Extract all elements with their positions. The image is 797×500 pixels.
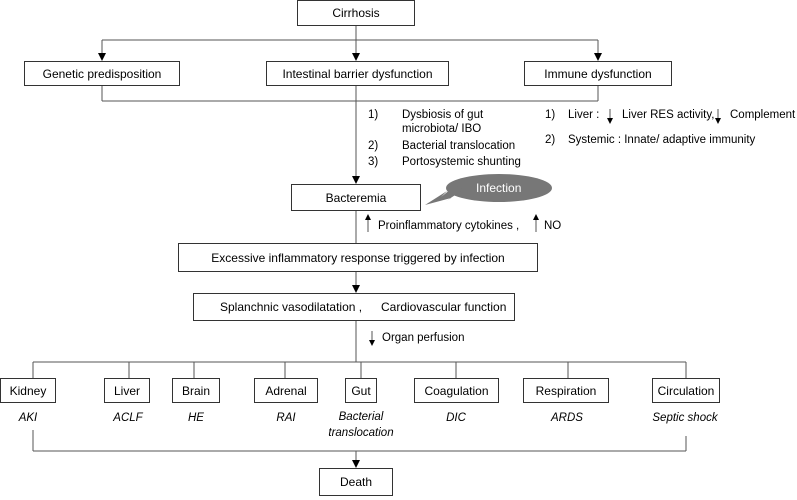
outcome-label: RAI <box>276 412 296 424</box>
outcome-label: ACLF <box>113 412 143 424</box>
inflammatory-response-box: Excessive inflammatory response triggere… <box>178 243 538 272</box>
vascular-text: Splanchnic vasodilatation , <box>220 300 363 314</box>
organ-box-gut: Gut <box>345 378 377 403</box>
mediator-label: NO <box>544 220 562 232</box>
outcome-label: HE <box>188 412 204 424</box>
vascular-box: Splanchnic vasodilatation , Cardiovascul… <box>193 293 515 321</box>
vascular-text: Cardiovascular function <box>381 300 507 314</box>
immune-item-text: Complement <box>730 109 796 121</box>
outcome-label: Septic shock <box>652 412 718 424</box>
barrier-item-number: 3) <box>368 156 379 168</box>
down-arrow-icon <box>369 331 375 346</box>
organ-box-liver: Liver <box>104 378 150 403</box>
organ-perfusion-label: Organ perfusion <box>382 332 465 344</box>
organ-box-kidney: Kidney <box>0 378 56 403</box>
genetic-predisposition-box: Genetic predisposition <box>24 61 180 86</box>
organ-box-adrenal: Adrenal <box>254 378 318 403</box>
infection-cloud-icon <box>425 174 552 205</box>
immune-item-number: 2) <box>545 134 556 146</box>
immune-item-label: Systemic : Innate/ adaptive immunity <box>568 134 756 146</box>
barrier-item-text: microbiota/ IBO <box>402 123 482 135</box>
outcome-label: AKI <box>18 412 38 424</box>
outcome-line: Bacterial <box>338 411 384 423</box>
barrier-item-text: Portosystemic shunting <box>402 156 521 168</box>
barrier-item-text: Bacterial translocation <box>402 140 516 152</box>
mediator-label: Proinflammatory cytokines , <box>378 220 520 232</box>
organ-box-coagulation: Coagulation <box>414 378 499 403</box>
bacteremia-box: Bacteremia <box>291 184 421 211</box>
up-arrow-icon <box>365 214 371 232</box>
infection-label: Infection <box>476 181 522 195</box>
barrier-item-number: 1) <box>368 109 379 121</box>
immune-item-text: Liver RES activity, <box>622 109 715 121</box>
down-arrow-icon <box>607 109 613 124</box>
organ-box-circulation: Circulation <box>652 378 720 403</box>
outcome-label-gut: Bacterial translocation <box>321 410 401 441</box>
outcome-label: ARDS <box>551 412 583 424</box>
cirrhosis-box: Cirrhosis <box>297 0 415 26</box>
outcome-label: DIC <box>446 412 466 424</box>
immune-item-label: Liver : <box>568 109 600 121</box>
organ-box-respiration: Respiration <box>523 378 609 403</box>
organ-box-brain: Brain <box>172 378 220 403</box>
barrier-item-text: Dysbiosis of gut <box>402 109 484 121</box>
barrier-item-number: 2) <box>368 140 379 152</box>
down-arrow-icon <box>715 109 721 124</box>
outcome-line: translocation <box>328 426 394 439</box>
up-arrow-icon <box>533 214 539 232</box>
intestinal-barrier-box: Intestinal barrier dysfunction <box>266 61 449 86</box>
immune-item-number: 1) <box>545 109 556 121</box>
death-box: Death <box>319 468 393 496</box>
immune-dysfunction-box: Immune dysfunction <box>524 61 672 86</box>
